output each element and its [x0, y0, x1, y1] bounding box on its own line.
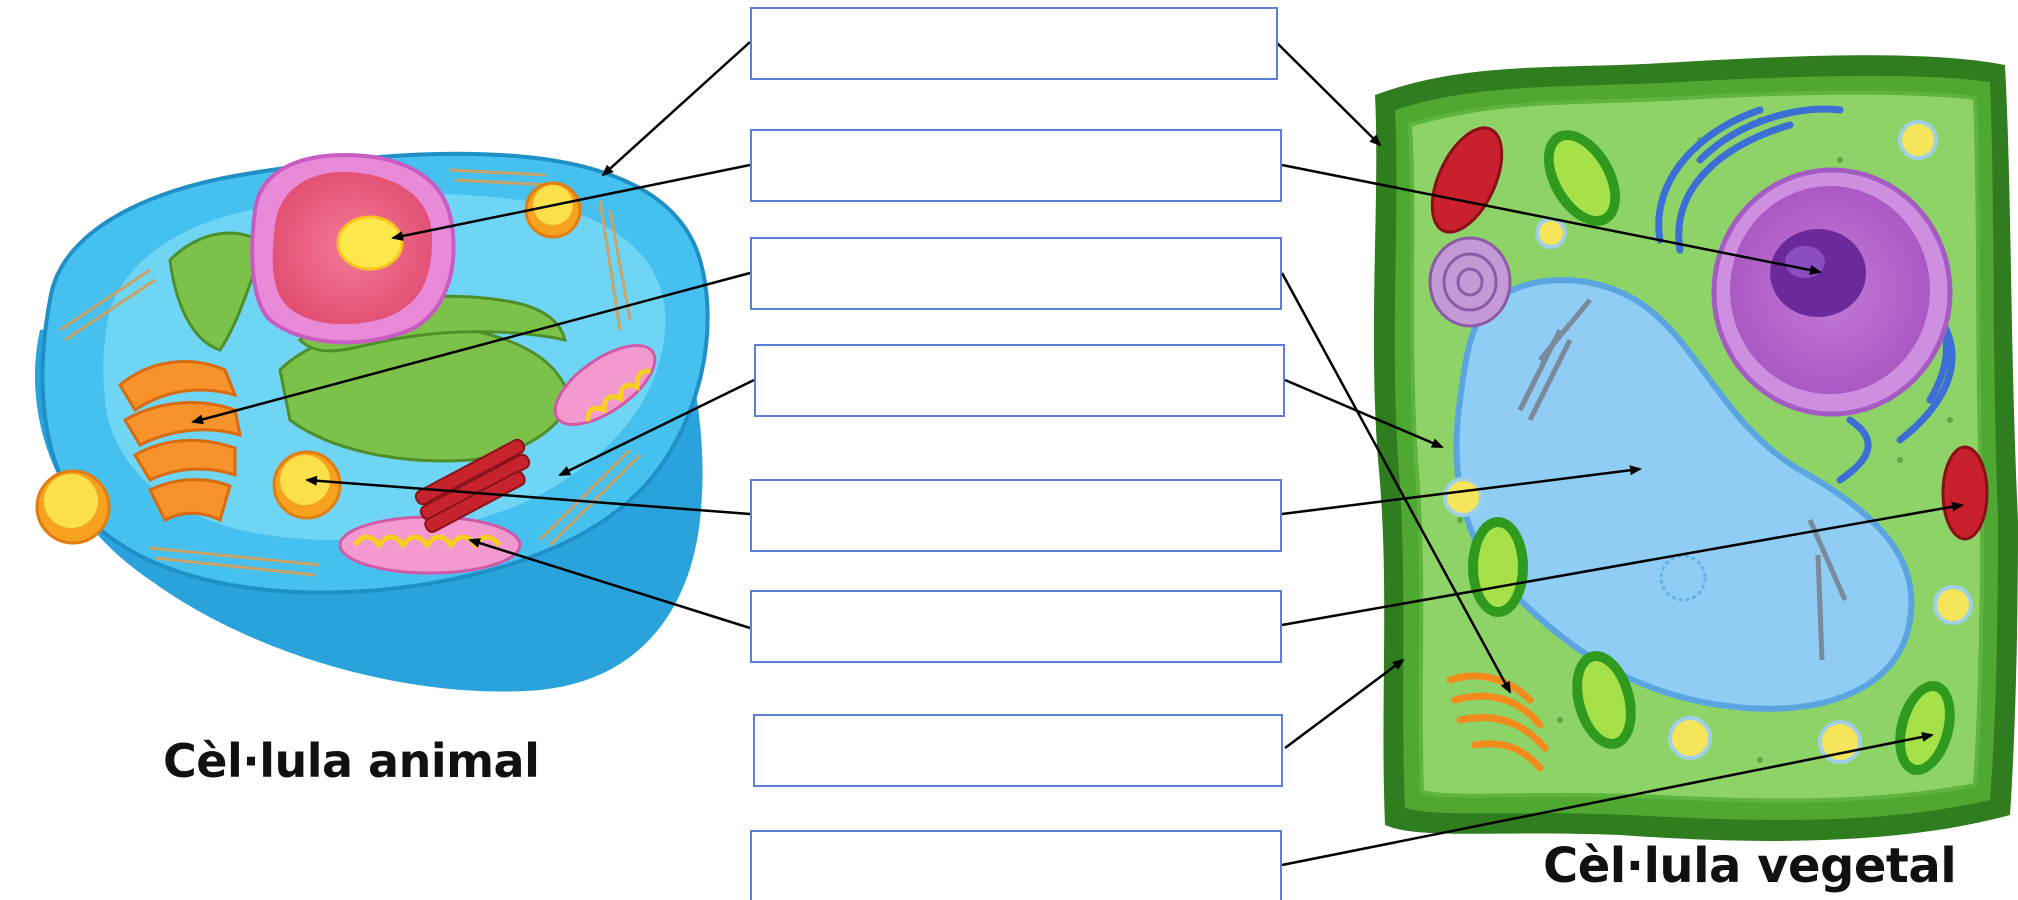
label-box-3[interactable] [750, 237, 1282, 310]
label-box-2[interactable] [750, 129, 1282, 202]
animal-cell [35, 154, 708, 692]
arrow-box1-animal [603, 42, 750, 175]
label-box-6[interactable] [750, 590, 1282, 663]
caption-animal-cell: Cèl·lula animal [163, 734, 539, 788]
arrow-box1-plant [1276, 42, 1380, 145]
animal-lysosome-3 [37, 471, 109, 543]
animal-lysosome-2 [274, 452, 340, 518]
animal-nucleus [252, 155, 453, 342]
label-box-8[interactable] [750, 830, 1282, 900]
label-box-4[interactable] [754, 344, 1285, 417]
plant-cell [1374, 55, 2018, 841]
plant-nucleus [1714, 170, 1950, 414]
label-box-7[interactable] [753, 714, 1283, 787]
plant-golgi [1430, 238, 1510, 326]
caption-plant-cell: Cèl·lula vegetal [1543, 838, 1956, 894]
animal-nucleolus [338, 217, 402, 269]
label-box-5[interactable] [750, 479, 1282, 552]
plant-mitochondrion-2 [1943, 447, 1987, 539]
plant-chloroplast-2 [1468, 517, 1528, 617]
label-box-1[interactable] [750, 7, 1278, 80]
